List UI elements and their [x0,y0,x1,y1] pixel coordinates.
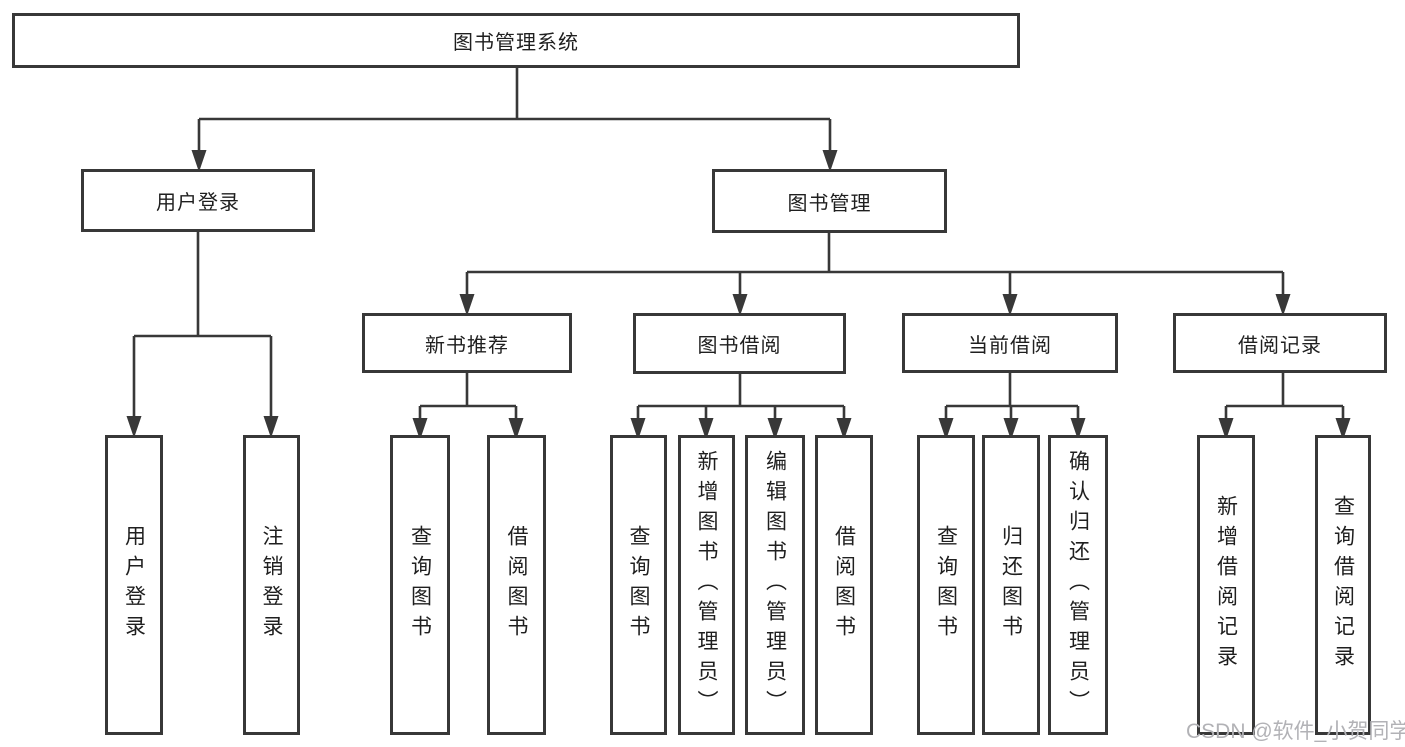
leaf-user-login: 用户登录 [105,435,163,735]
arrowheads [126,150,1351,440]
node-book-borrowing: 图书借阅 [633,313,846,374]
node-user-login: 用户登录 [81,169,315,232]
node-label: 查询图书 [627,525,650,645]
csdn-watermark: CSDN @软件_小贺同学 [1186,720,1405,743]
tree-lines [132,68,1345,420]
leaf-query-borrow-record: 查询借阅记录 [1315,435,1371,735]
node-label: 用户登录 [122,525,146,645]
node-current-borrowing: 当前借阅 [902,313,1118,373]
node-borrowing-records: 借阅记录 [1173,313,1387,373]
node-label: 图书管理 [787,192,872,215]
node-label: 用户登录 [156,192,240,214]
node-book-management-system: 图书管理系统 [12,13,1020,68]
leaf-query-books-recommend: 查询图书 [390,435,450,735]
node-label: 查询借阅记录 [1331,495,1355,675]
node-label: 新增图书（管理员） [695,450,718,720]
node-label: 确认归还（管理员） [1066,450,1090,720]
leaf-query-books-borrowing: 查询图书 [610,435,667,735]
leaf-add-borrow-record: 新增借阅记录 [1197,435,1255,735]
node-label: 归还图书 [999,525,1023,645]
node-label: 借阅记录 [1238,334,1322,357]
node-label: 查询图书 [934,525,958,645]
node-label: 图书管理系统 [453,32,579,54]
node-label: 借阅图书 [505,525,528,645]
node-label: 当前借阅 [968,334,1052,357]
node-label: 编辑图书（管理员） [763,450,787,720]
node-new-book-recommendation: 新书推荐 [362,313,572,373]
node-label: 注销登录 [260,525,283,645]
node-label: 新书推荐 [425,334,509,357]
leaf-query-books-current: 查询图书 [917,435,975,735]
leaf-borrow-books-recommend: 借阅图书 [487,435,546,735]
leaf-edit-book-admin: 编辑图书（管理员） [745,435,805,735]
node-label: 查询图书 [408,525,432,645]
leaf-add-book-admin: 新增图书（管理员） [678,435,735,735]
node-label: 新增借阅记录 [1214,495,1238,675]
leaf-return-books: 归还图书 [982,435,1040,735]
leaf-logout: 注销登录 [243,435,300,735]
node-label: 借阅图书 [832,525,856,645]
leaf-borrow-books-borrowing: 借阅图书 [815,435,873,735]
node-book-management: 图书管理 [712,169,947,233]
leaf-confirm-return-admin: 确认归还（管理员） [1048,435,1108,735]
node-label: 图书借阅 [697,335,782,357]
